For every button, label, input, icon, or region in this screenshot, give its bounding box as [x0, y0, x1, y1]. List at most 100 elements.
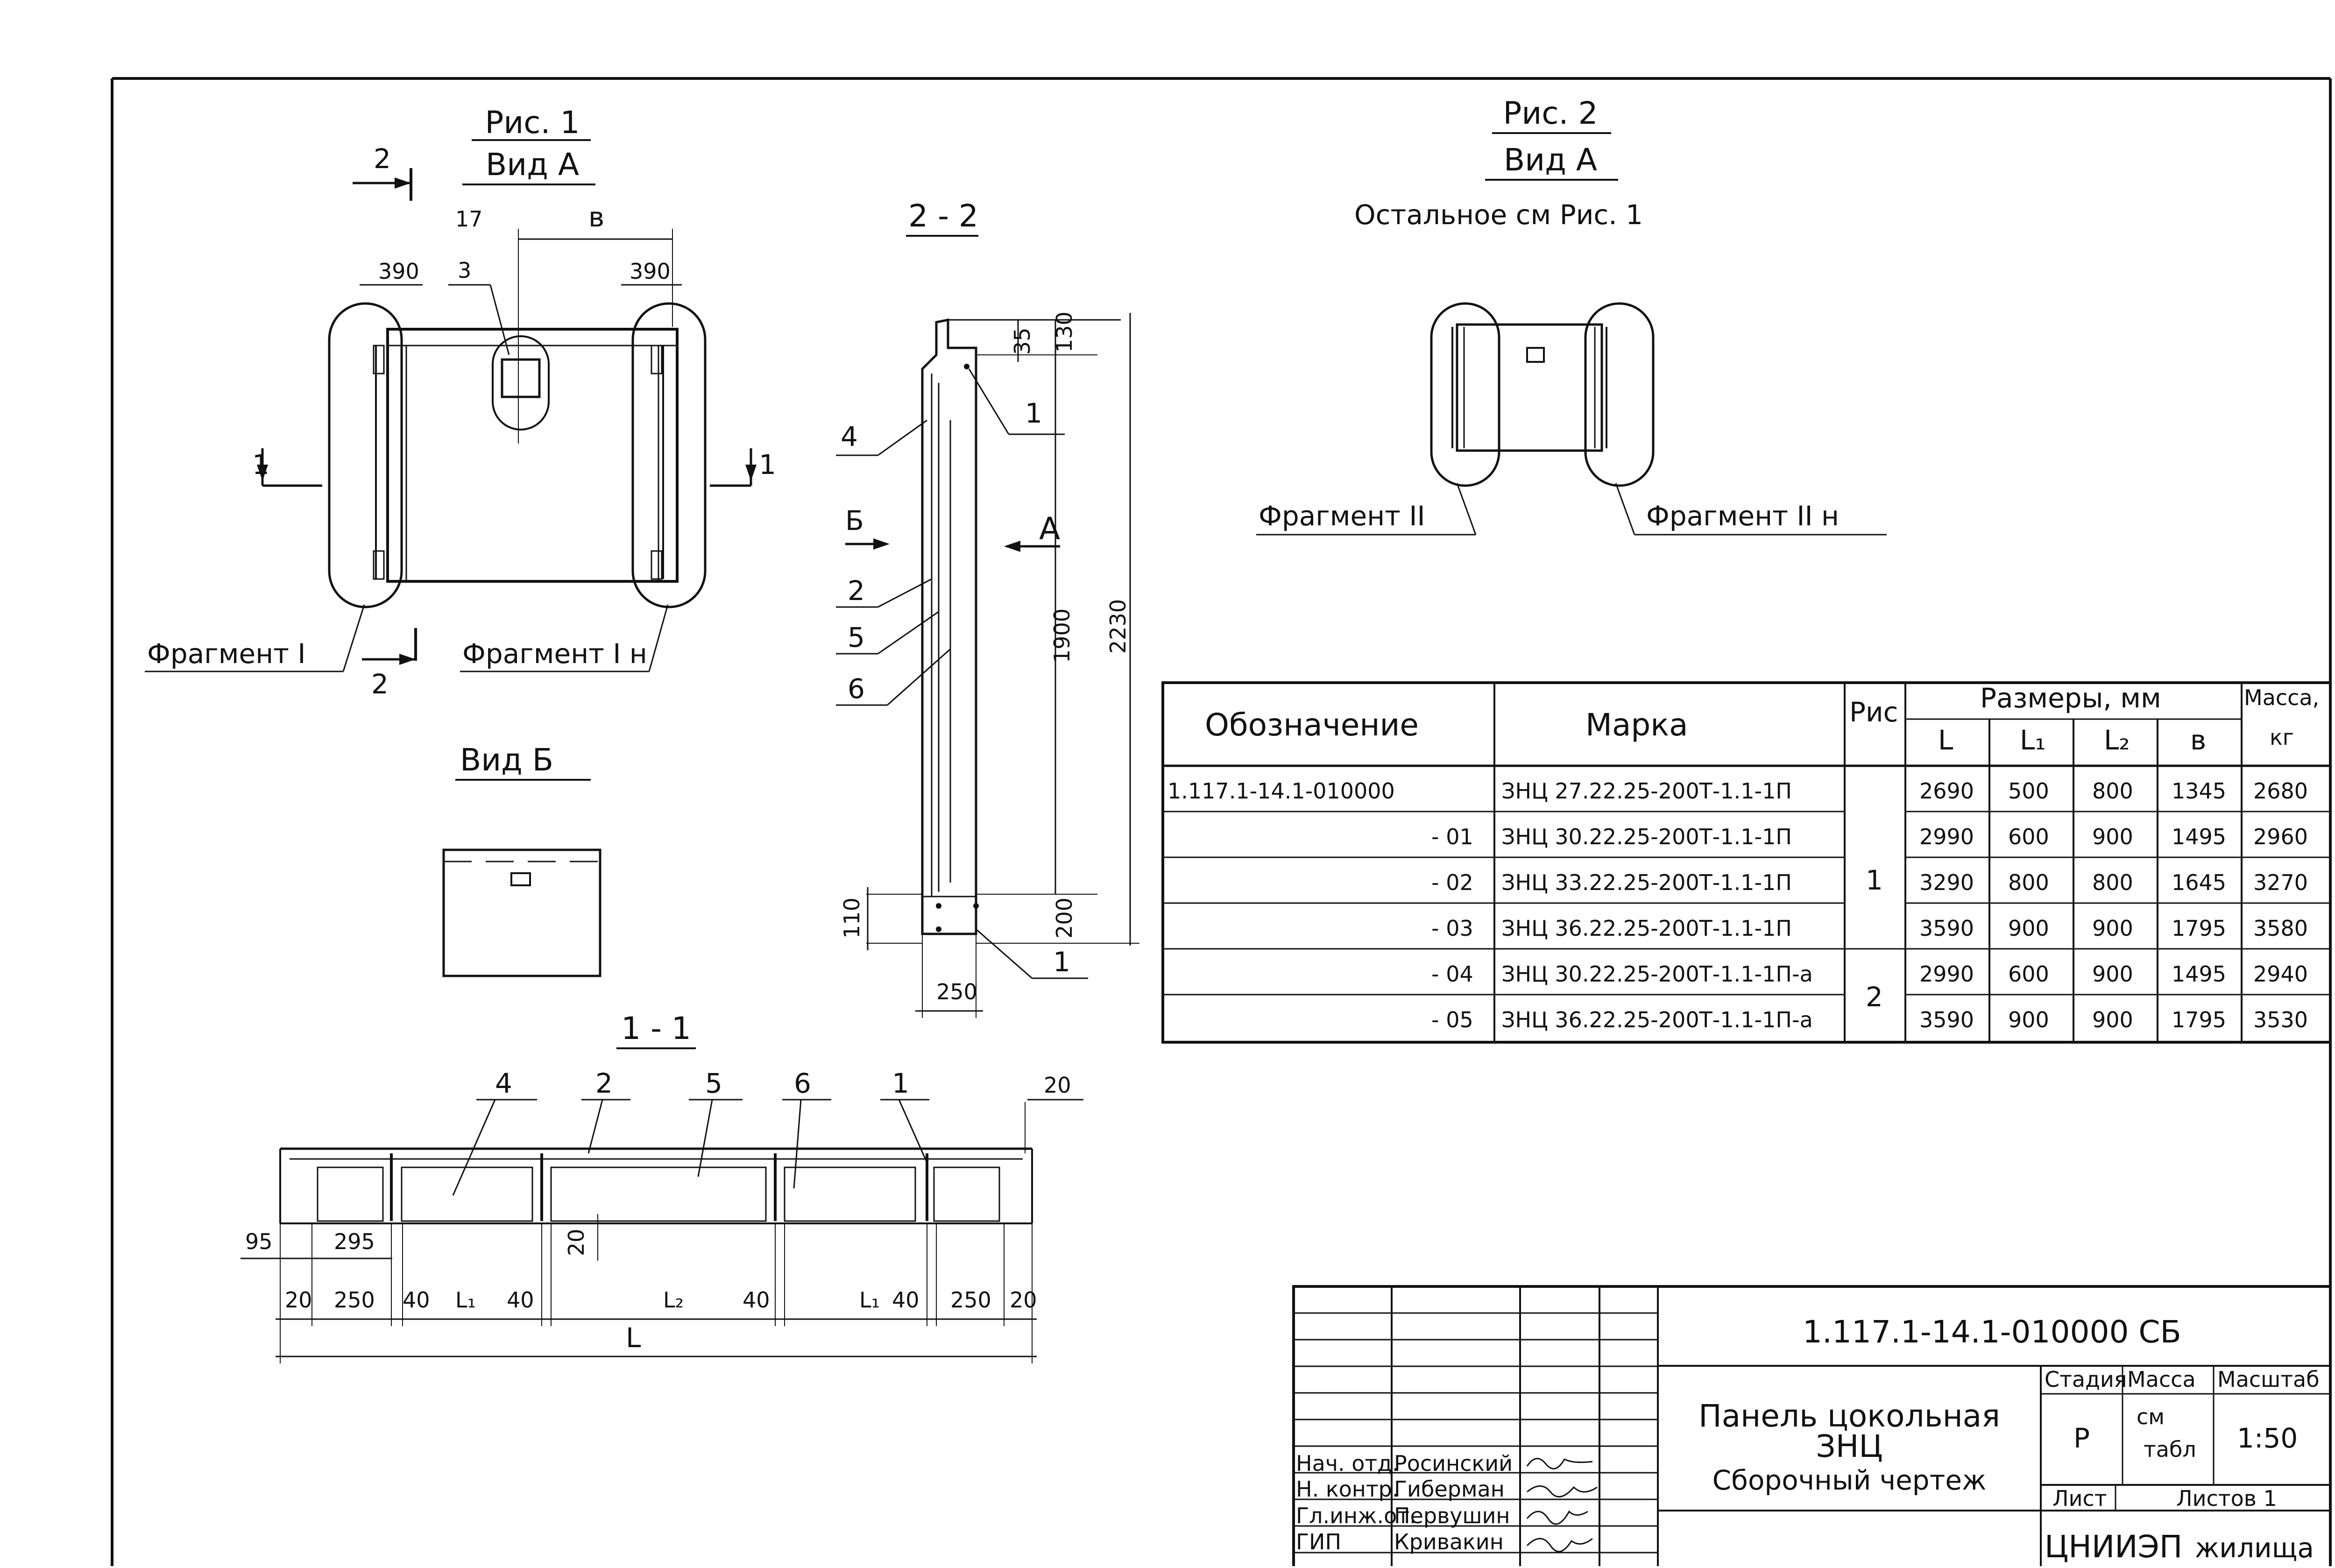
row-4-designation: - 04	[1431, 961, 1473, 987]
signature-marks	[1526, 1458, 1598, 1553]
fig2-view-a-label: Вид А	[1504, 142, 1597, 178]
revision-rows	[1294, 1312, 1658, 1554]
fig2-note: Остальное см Рис. 1	[1354, 199, 1643, 231]
th-fig: Рис	[1849, 696, 1898, 728]
th-l2: L₂	[2104, 724, 2130, 756]
row-5-mass: 3530	[2253, 1007, 2308, 1032]
row-1-l: 2990	[1919, 824, 1974, 849]
rib-set	[317, 1153, 1000, 1222]
dim-b: в	[588, 201, 604, 233]
sheet-label: Лист	[2052, 1486, 2107, 1511]
row-2-b: 1645	[2172, 870, 2226, 895]
mass-value-2: табл	[2144, 1437, 2196, 1462]
th-sizes: Размеры, мм	[1980, 682, 2161, 714]
row-2-l: 3290	[1919, 870, 1974, 895]
row-3-b: 1795	[2172, 916, 2226, 941]
dim-390-left: 390	[378, 259, 419, 284]
dim-chain-2: 40	[403, 1287, 430, 1313]
dim-390-right: 390	[630, 259, 671, 284]
section-2-2: 2 - 2 4 2 5 6 Б А 1 1	[836, 198, 1139, 1018]
dim-130: 130	[1052, 311, 1077, 353]
fragment-ii-n-label: Фрагмент II н	[1646, 500, 1839, 532]
dim-chain-10: 20	[1010, 1287, 1037, 1313]
row-4-l: 2990	[1919, 961, 1974, 987]
opening-icon	[510, 872, 531, 886]
row-3-l: 3590	[1919, 916, 1974, 941]
section11-label-5: 5	[705, 1067, 722, 1099]
row-2-l1: 800	[2008, 870, 2049, 895]
row-1-l1: 600	[2008, 824, 2049, 849]
mass-value-1: см	[2137, 1404, 2165, 1429]
dim-chain-6: 40	[743, 1287, 770, 1313]
th-designation: Обозначение	[1205, 707, 1419, 743]
dim-chain-ticks	[280, 1223, 1033, 1363]
row-5-designation: - 05	[1431, 1007, 1473, 1032]
row-1-b: 1495	[2172, 824, 2226, 849]
row-4-mass: 2940	[2253, 961, 2308, 987]
dim-35: 35	[1010, 327, 1035, 355]
sign-role-2: Гл.инж.от.	[1296, 1503, 1416, 1528]
fragment-ii-n-outline	[1584, 302, 1655, 487]
row-3-l1: 900	[2008, 916, 2049, 941]
row-4-l1: 600	[2008, 961, 2049, 987]
section22-label-6: 6	[848, 673, 865, 705]
sign-name-0: Росинский	[1394, 1451, 1513, 1476]
section-1-1-title: 1 - 1	[621, 1010, 691, 1046]
row-4-l2: 900	[2092, 961, 2133, 987]
fig-group-2: 2	[1866, 981, 1883, 1013]
row-5-l1: 900	[2008, 1007, 2049, 1032]
row-4-b: 1495	[2172, 961, 2226, 987]
arrow-icon	[399, 654, 416, 665]
drawing-code: 1.117.1-14.1-010000 СБ	[1803, 1314, 2181, 1350]
dim-200: 200	[1052, 897, 1077, 939]
row-1-mark: ЗНЦ 30.22.25-200Т-1.1-1П	[1501, 824, 1792, 849]
dim-total-l: L	[626, 1322, 641, 1354]
fig1-title: Рис. 1	[485, 105, 580, 141]
arrow-icon	[395, 177, 411, 189]
title-line-1: Панель цокольная	[1698, 1398, 2000, 1434]
th-b: в	[2190, 724, 2206, 756]
th-l: L	[1938, 724, 1953, 756]
stage-label: Стадия	[2045, 1367, 2127, 1392]
dim-95: 95	[245, 1229, 273, 1254]
row-1-l2: 900	[2092, 824, 2133, 849]
row-0-b: 1345	[2172, 778, 2226, 804]
fragment-i-n-label: Фрагмент I н	[462, 638, 647, 670]
callout-3: 3	[458, 258, 471, 283]
fig1-view-a: Рис. 1 Вид А 2 17 3 в 390 390	[145, 105, 776, 700]
row-1-designation: - 01	[1431, 824, 1473, 849]
section-2-2-title: 2 - 2	[908, 198, 978, 234]
row-3-mark: ЗНЦ 36.22.25-200Т-1.1-1П	[1501, 916, 1792, 941]
dim-20-top: 20	[1044, 1073, 1071, 1098]
section-1-1: 1 - 1 4 2 5 6 1	[241, 1010, 1083, 1363]
org-name: жилища	[2195, 1532, 2314, 1564]
section22-label-5: 5	[848, 622, 865, 653]
fragment-ii-label: Фрагмент II	[1259, 500, 1425, 532]
section22-label-4: 4	[841, 421, 858, 452]
sign-role-0: Нач. отд.	[1296, 1451, 1399, 1476]
arrow-icon	[745, 465, 757, 481]
th-l1: L₁	[2020, 724, 2046, 756]
row-5-l: 3590	[1919, 1007, 1974, 1032]
row-0-l: 2690	[1919, 778, 1974, 804]
dim-chain-4: 40	[507, 1287, 534, 1313]
row-3-l2: 900	[2092, 916, 2133, 941]
view-a-arrow-label: А	[1039, 511, 1060, 547]
opening-icon	[501, 358, 541, 398]
row-2-mark: ЗНЦ 33.22.25-200Т-1.1-1П	[1501, 870, 1792, 895]
title-block: Нач. отд. Росинский Н. контр. Гиберман Г…	[1292, 1285, 2332, 1568]
sign-name-2: Первушин	[1394, 1503, 1510, 1528]
section22-ref-1-bottom: 1	[1053, 946, 1070, 978]
section22-label-2: 2	[848, 575, 865, 607]
fig2-title: Рис. 2	[1503, 95, 1598, 131]
view-b-arrow-label: Б	[845, 505, 864, 537]
section22-ref-1-top: 1	[1025, 397, 1042, 429]
dim-1900: 1900	[1049, 608, 1075, 663]
dim-20-mid: 20	[564, 1229, 589, 1256]
dim-250: 250	[936, 979, 977, 1004]
th-mark: Марка	[1585, 707, 1688, 743]
sign-role-3: ГИП	[1296, 1529, 1341, 1554]
stage-value: Р	[2073, 1422, 2090, 1454]
